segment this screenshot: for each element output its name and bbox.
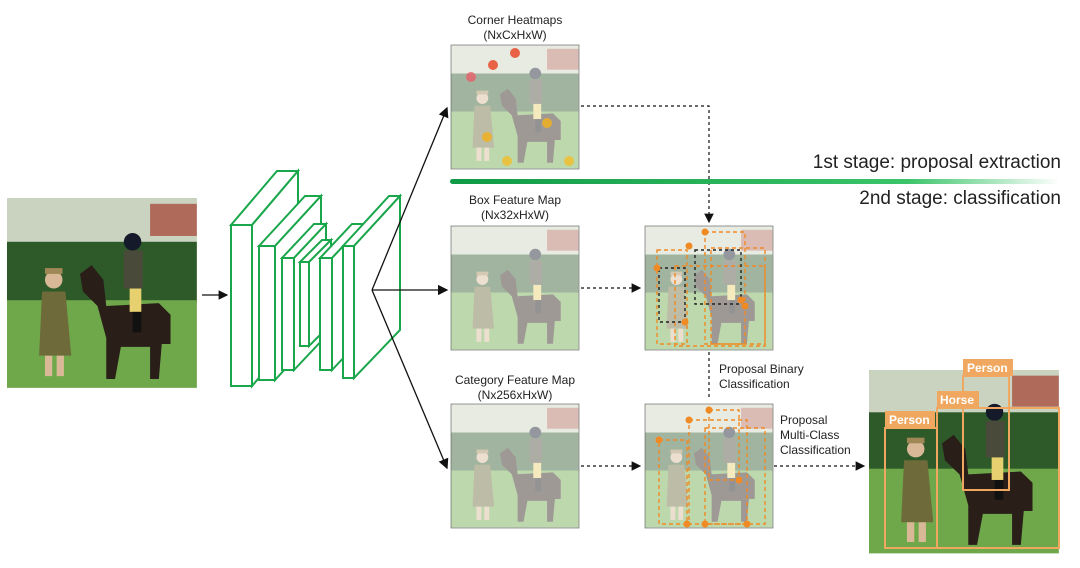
corner-dim-text: (NxCxHxW): [483, 28, 547, 42]
corner-heatmaps-title: Corner Heatmaps (NxCxHxW): [440, 13, 590, 43]
first-stage-label: 1st stage: proposal extraction: [812, 152, 1061, 173]
cat-title-text: Category Feature Map: [454, 373, 576, 387]
heatmap-blob: [488, 60, 498, 70]
detection-tag: [963, 359, 1013, 376]
proposal-category-panel: [644, 403, 774, 529]
binary-classification-label: Proposal Binary Classification: [719, 362, 804, 392]
category-feature-title: Category Feature Map (Nx256xHxW): [430, 373, 600, 403]
backbone-network: [228, 168, 403, 389]
box-title-text: Box Feature Map: [468, 193, 562, 207]
second-stage-label: 2nd stage: classification: [859, 188, 1061, 209]
box-feature-title: Box Feature Map (Nx32xHxW): [440, 193, 590, 223]
heatmap-blob: [482, 132, 492, 142]
binary-line-2: Classification: [719, 377, 790, 391]
heatmap-blob: [502, 156, 512, 166]
category-feature-panel: [450, 403, 580, 529]
heatmap-blob: [564, 156, 574, 166]
corner-title-text: Corner Heatmaps: [467, 13, 563, 27]
multi-line-1: Proposal: [780, 413, 828, 427]
detection-tag: [885, 411, 935, 428]
stage-divider: [450, 179, 1060, 184]
detection-label: Person: [967, 361, 1008, 375]
detection-box: [936, 407, 1060, 549]
detection-label: Person: [889, 413, 930, 427]
detection-label: Horse: [940, 393, 974, 407]
box-feature-panel: [450, 225, 580, 351]
box-dim-text: (Nx32xHxW): [481, 208, 549, 222]
proposal-box-panel: [644, 225, 774, 351]
cat-dim-text: (Nx256xHxW): [477, 388, 553, 402]
head-arrows: [371, 106, 449, 470]
heatmap-blob: [466, 72, 476, 82]
heatmap-blob: [510, 48, 520, 58]
multiclass-classification-label: Proposal Multi-Class Classification: [780, 413, 851, 458]
binary-line-1: Proposal Binary: [719, 362, 804, 376]
heatmap-blob: [542, 118, 552, 128]
multi-line-2: Multi-Class: [780, 428, 840, 442]
detection-tag: [937, 391, 979, 408]
input-image: [7, 198, 197, 388]
output-image: Person Horse Person: [869, 359, 1060, 554]
corner-heatmap-panel: [450, 44, 580, 170]
multi-line-3: Classification: [780, 443, 851, 457]
